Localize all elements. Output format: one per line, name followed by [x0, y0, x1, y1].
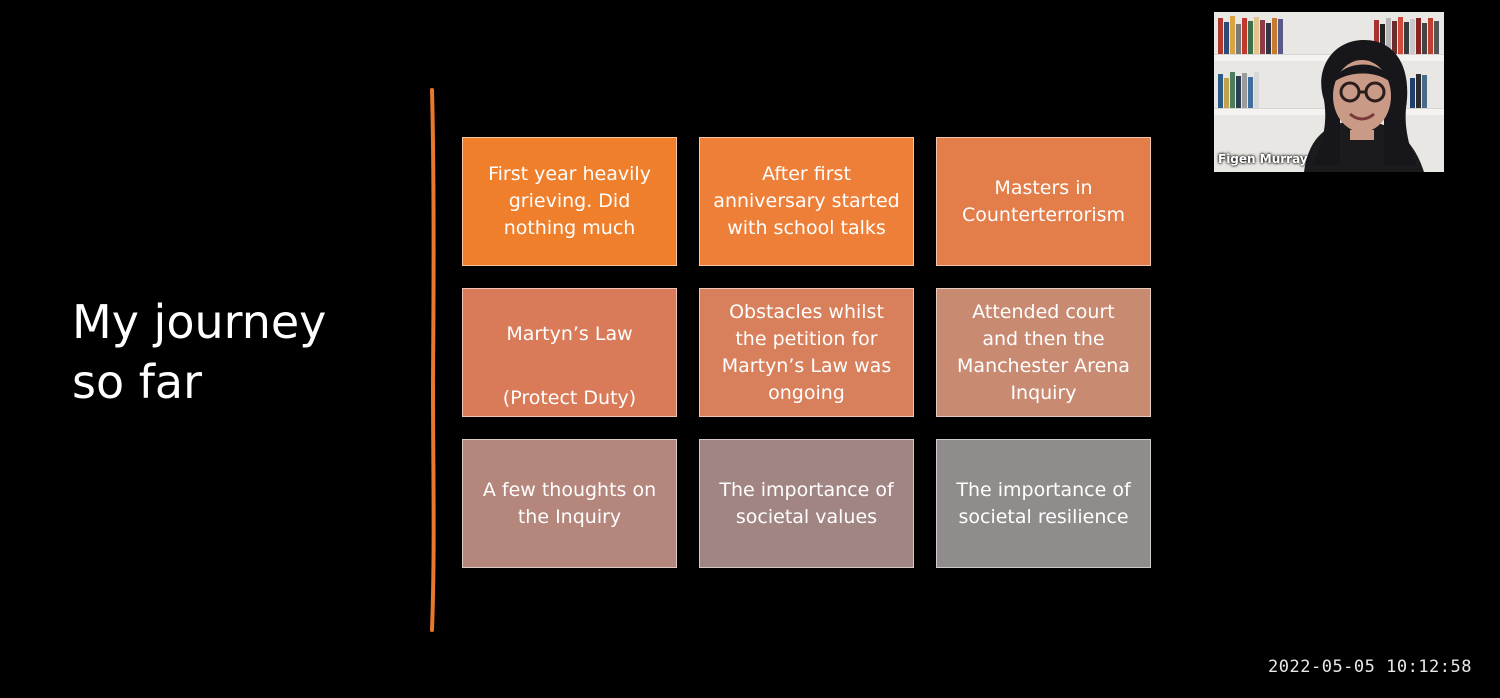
journey-tile-8: The importance of societal values	[699, 439, 914, 568]
journey-tile-4: Martyn’s Law (Protect Duty)	[462, 288, 677, 417]
recording-timestamp: 2022-05-05 10:12:58	[1268, 657, 1472, 677]
journey-tile-6: Attended court and then the Manchester A…	[936, 288, 1151, 417]
bookshelf-board	[1214, 54, 1444, 61]
tile-text: The importance of societal values	[719, 478, 894, 528]
journey-tile-3: Masters in Counterterrorism	[936, 137, 1151, 266]
journey-tile-7: A few thoughts on the Inquiry	[462, 439, 677, 568]
tile-text-secondary: (Protect Duty)	[502, 386, 637, 409]
divider-line-graphic	[430, 88, 436, 632]
tile-text: A few thoughts on the Inquiry	[482, 478, 657, 528]
tile-text: After first anniversary started with sch…	[713, 163, 900, 239]
tile-text: Attended court and then the Manchester A…	[957, 300, 1130, 404]
journey-grid: First year heavily grieving. Did nothing…	[462, 137, 1152, 569]
tile-text: Martyn’s Law	[506, 322, 633, 345]
journey-tile-2: After first anniversary started with sch…	[699, 137, 914, 266]
participant-portrait	[1304, 40, 1424, 172]
journey-tile-5: Obstacles whilst the petition for Martyn…	[699, 288, 914, 417]
tile-text: Obstacles whilst the petition for Martyn…	[721, 300, 892, 404]
journey-tile-9: The importance of societal resilience	[936, 439, 1151, 568]
participant-video-tile[interactable]: Figen Murray	[1214, 12, 1444, 172]
participant-name-label: Figen Murray	[1218, 152, 1308, 166]
journey-tile-1: First year heavily grieving. Did nothing…	[462, 137, 677, 266]
bookshelf-row-middle	[1214, 68, 1444, 108]
tile-text: First year heavily grieving. Did nothing…	[488, 163, 651, 239]
tile-text: Masters in Counterterrorism	[961, 176, 1126, 226]
slide-title: My journey so far	[72, 295, 327, 409]
bookshelf-row-top	[1214, 14, 1444, 54]
tile-text: The importance of societal resilience	[956, 478, 1131, 528]
